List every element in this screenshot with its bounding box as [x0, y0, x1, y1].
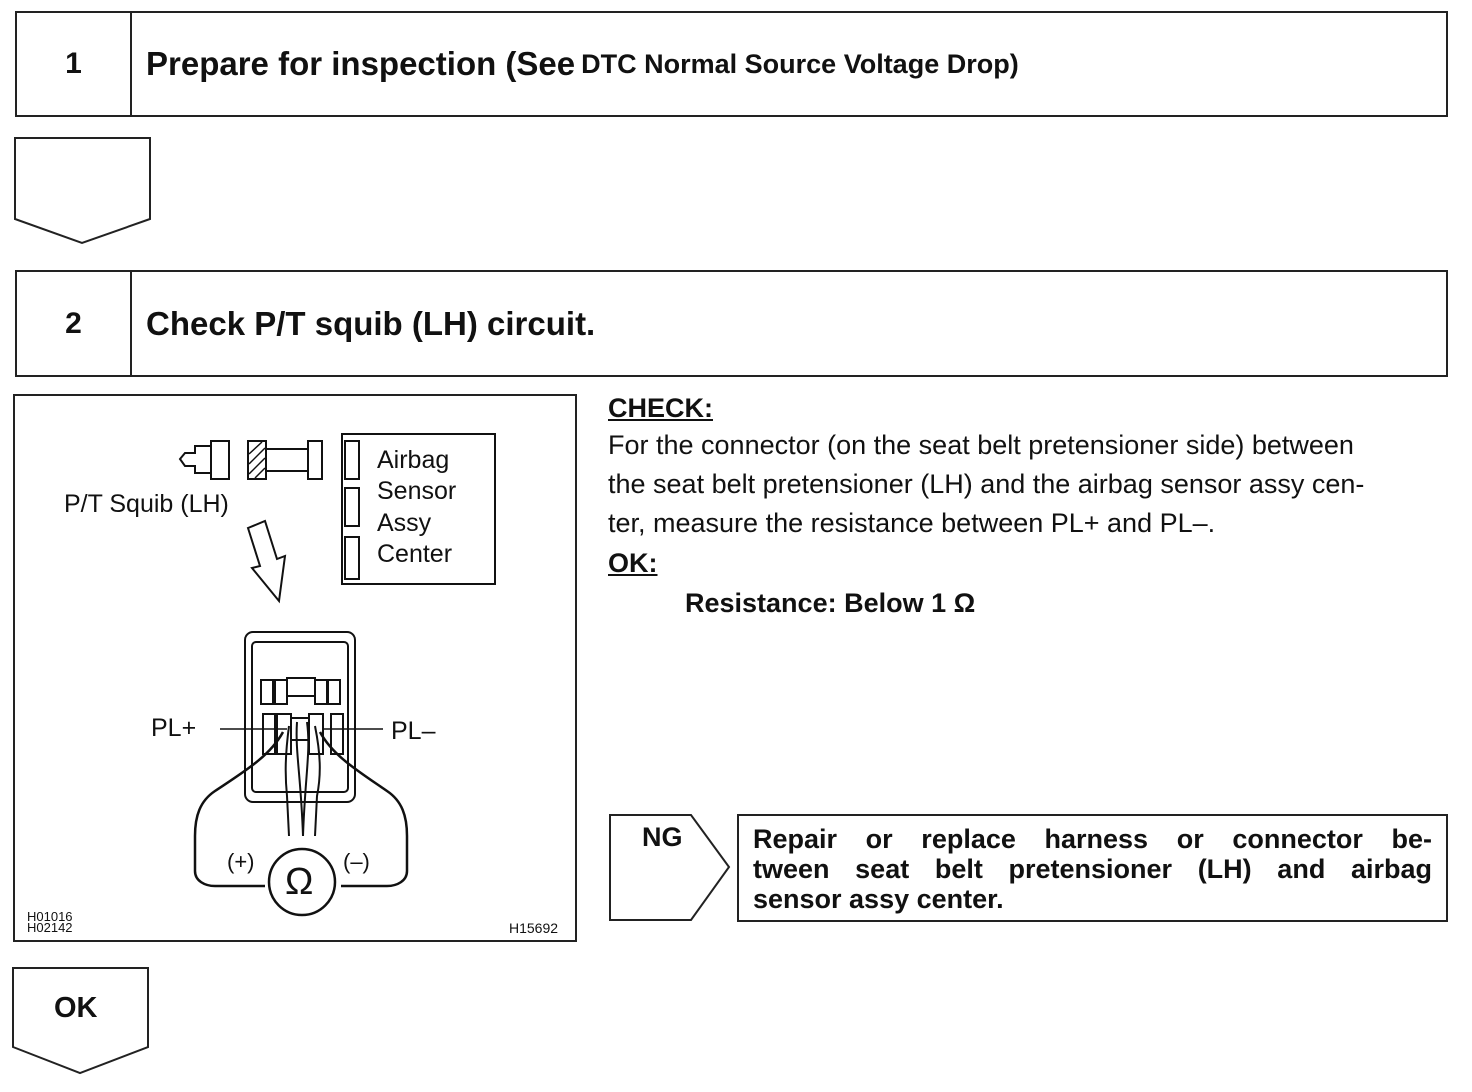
pl-minus-label: PL–: [391, 717, 436, 745]
check-line-1: For the connector (on the seat belt pret…: [608, 430, 1354, 460]
hatch-lines: [248, 441, 266, 479]
ok-label: OK: [54, 992, 98, 1024]
connector-face: [244, 631, 356, 803]
check-heading: CHECK:: [608, 393, 713, 423]
step-2-title: Check P/T squib (LH) circuit.: [146, 304, 596, 342]
step-1-number: 1: [17, 13, 132, 115]
repair-line-1: Repair or replace harness or connector b…: [753, 824, 1432, 854]
connector-figure: P/T Squib (LH) Airbag Sensor Assy Center…: [13, 394, 577, 942]
sensor-label-2: Sensor: [377, 477, 457, 505]
sensor-label-1: Airbag: [377, 446, 450, 474]
step-1-title: Prepare for inspection (See DTC Normal S…: [132, 13, 1019, 115]
ng-repair-box: Repair or replace harness or connector b…: [737, 814, 1448, 922]
check-line-2: the seat belt pretensioner (LH) and the …: [608, 469, 1365, 499]
meter-minus-label: (–): [343, 849, 370, 874]
ng-arrow: [609, 814, 731, 921]
step-1-title-main: Prepare for inspection (See: [146, 45, 576, 82]
check-section: CHECK: For the connector (on the seat be…: [608, 390, 1453, 623]
meter-symbol: Ω: [285, 861, 314, 903]
repair-line-3: sensor assy center.: [753, 884, 1004, 914]
figure-code-right: H15692: [509, 920, 559, 936]
repair-line-2: tween seat belt pretensioner (LH) and ai…: [753, 854, 1432, 884]
squib-connector-icon: [178, 440, 323, 480]
step-1-continue-arrow: [14, 137, 151, 245]
ohmmeter-icon: [267, 847, 337, 917]
step-2-box: 2 Check P/T squib (LH) circuit.: [15, 270, 1448, 377]
sensor-label-4: Center: [377, 540, 453, 568]
direction-arrow: [246, 519, 287, 604]
meter-loop: [193, 731, 285, 888]
ok-heading: OK:: [608, 548, 658, 578]
probe-cable: [284, 725, 321, 837]
step-1-box: 1 Prepare for inspection (See DTC Normal…: [15, 11, 1448, 117]
squib-label: P/T Squib (LH): [64, 490, 229, 518]
step-2-number: 2: [17, 272, 132, 375]
resistance-spec: Resistance: Below 1 Ω: [685, 588, 976, 618]
connector-diagram: [178, 433, 496, 917]
figure-code-left-2: H02142: [27, 920, 73, 935]
figure-code-left-1: H01016: [27, 909, 73, 924]
ok-arrow: [12, 967, 149, 1075]
ng-label: NG: [642, 822, 683, 852]
pl-plus-label: PL+: [151, 714, 197, 742]
step-1-title-ref: DTC Normal Source Voltage Drop): [581, 48, 1019, 79]
sensor-label-3: Assy: [377, 509, 432, 537]
meter-plus-label: (+): [227, 849, 255, 874]
sensor-box: [341, 433, 496, 585]
check-line-3: ter, measure the resistance between PL+ …: [608, 508, 1216, 538]
